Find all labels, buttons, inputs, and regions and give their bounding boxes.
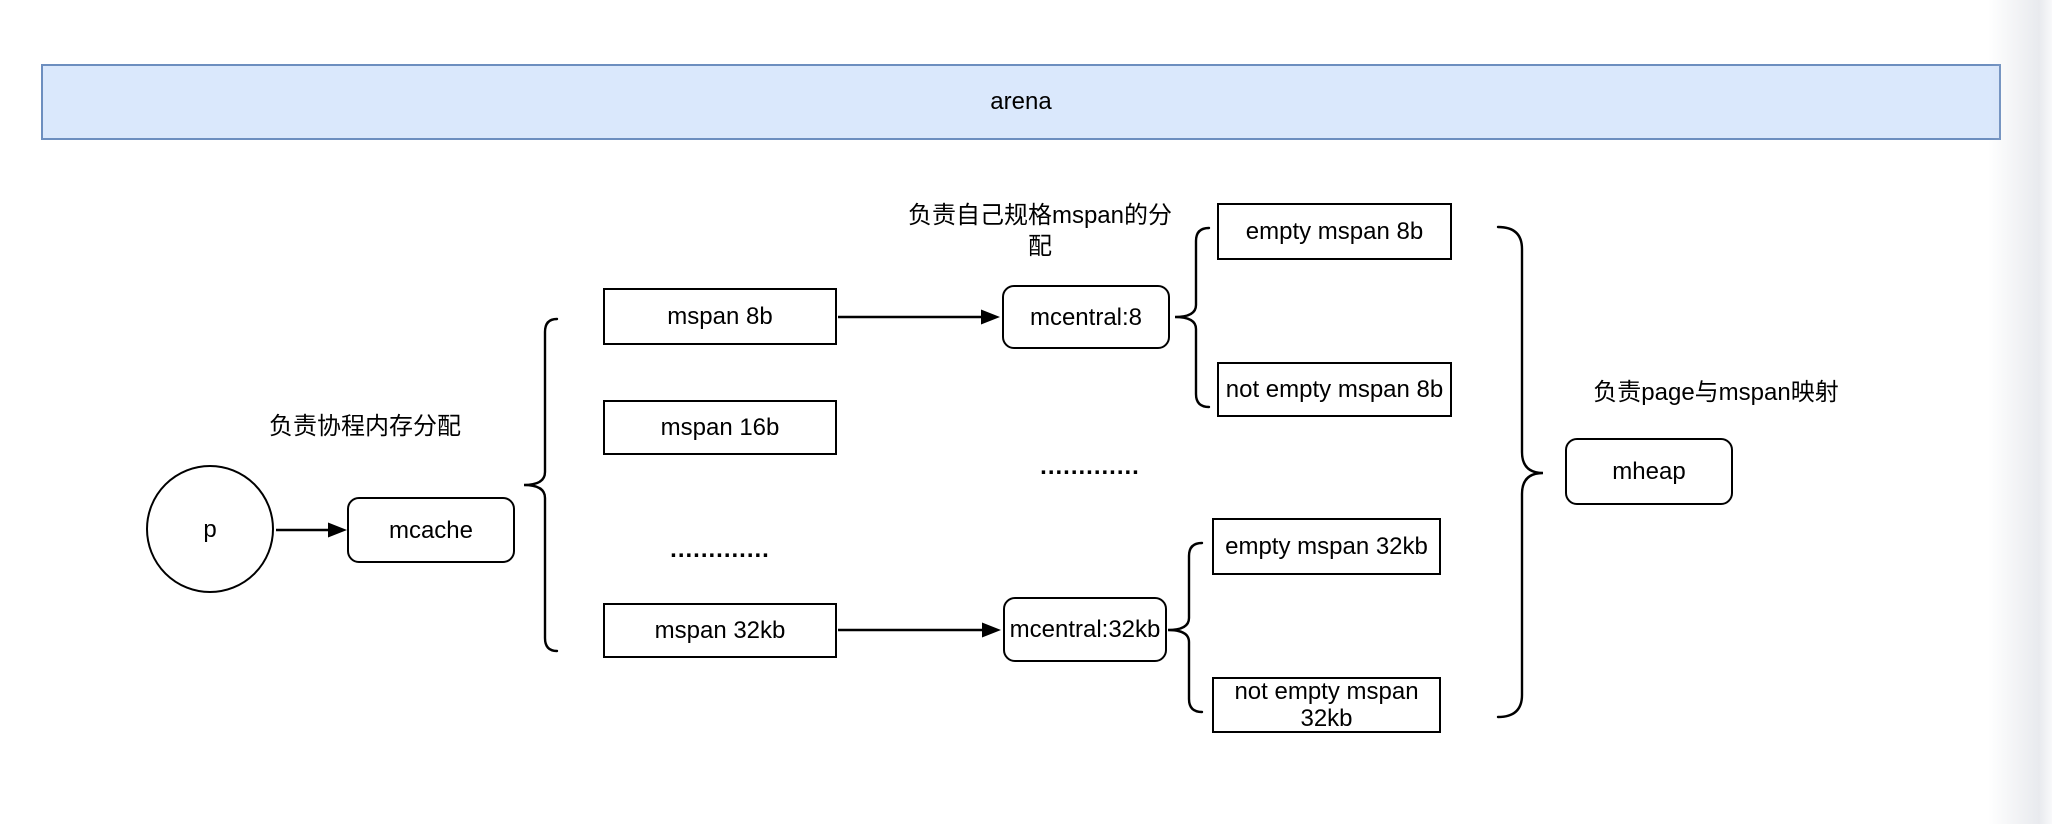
note-mcentral-responsibility: 负责自己规格mspan的分配	[907, 202, 1173, 260]
ellipsis-mspan-list: .............	[670, 536, 770, 563]
brace-mcentral32kb-group	[1167, 541, 1204, 714]
arrow-mspan32kb-to-mcentral32kb	[838, 622, 1001, 638]
brace-mcentral8-group	[1174, 226, 1211, 409]
node-mheap: mheap	[1565, 438, 1733, 505]
note-mcache-responsibility: 负责协程内存分配	[269, 413, 461, 440]
node-empty-mspan-32kb: empty mspan 32kb	[1212, 518, 1441, 575]
ellipsis-mcentral-list: .............	[1040, 453, 1140, 480]
arena-banner: arena	[41, 64, 2001, 140]
node-mspan-32kb: mspan 32kb	[603, 603, 837, 658]
node-mcache: mcache	[347, 497, 515, 563]
node-mspan-16b: mspan 16b	[603, 400, 837, 455]
node-empty-mspan-8b: empty mspan 8b	[1217, 203, 1452, 260]
brace-group-to-mheap	[1496, 225, 1544, 719]
node-p: p	[146, 465, 274, 593]
brace-mcache-mspans	[523, 317, 559, 653]
note-mheap-responsibility: 负责page与mspan映射	[1593, 379, 1839, 406]
node-mspan-8b: mspan 8b	[603, 288, 837, 345]
node-mcentral-8: mcentral:8	[1002, 285, 1170, 349]
node-mcentral-32kb: mcentral:32kb	[1003, 597, 1167, 662]
arrow-p-to-mcache	[276, 522, 347, 538]
node-not-empty-mspan-8b: not empty mspan 8b	[1217, 362, 1452, 417]
node-not-empty-mspan-32kb: not empty mspan 32kb	[1212, 677, 1441, 733]
arrow-mspan8b-to-mcentral8	[838, 309, 1000, 325]
